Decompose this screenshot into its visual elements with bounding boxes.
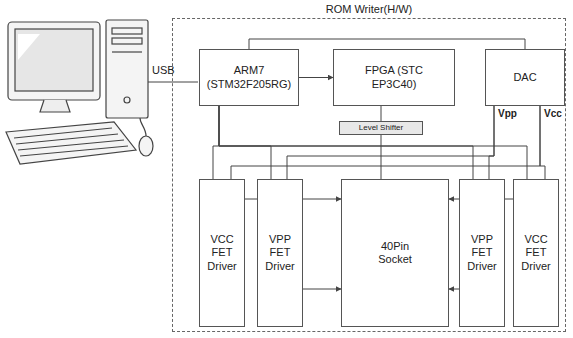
connector xyxy=(381,135,382,179)
box-label: 40Pin Socket xyxy=(365,240,425,266)
connector xyxy=(299,77,333,78)
box-label: Level Shifter xyxy=(359,123,403,133)
box-label: VPP FET Driver xyxy=(462,233,502,273)
dac-box: DAC xyxy=(485,49,565,106)
signal-name: Vcc xyxy=(544,108,562,119)
box-label: FPGA (STC EP3C40) xyxy=(354,64,434,90)
connector xyxy=(303,289,341,290)
connector xyxy=(219,106,473,179)
fet-driver-box: VPP FET Driver xyxy=(257,179,303,327)
connector xyxy=(219,106,271,179)
connector xyxy=(287,106,494,179)
interface-label: USB xyxy=(152,64,175,76)
connector xyxy=(231,106,540,179)
fet-driver-box: VCC FET Driver xyxy=(199,179,245,327)
fpga-box: FPGA (STC EP3C40) xyxy=(333,49,455,106)
connector xyxy=(249,39,525,49)
connector xyxy=(489,106,494,179)
connector xyxy=(381,106,382,121)
rom-writer-frame: ROM Writer(H/W)ARM7 (STM32F205RG)FPGA (S… xyxy=(172,18,566,332)
frame-heading: ROM Writer(H/W) xyxy=(173,3,565,15)
box-label: ARM7 (STM32F205RG) xyxy=(204,64,294,90)
fet-driver-box: VCC FET Driver xyxy=(513,179,559,327)
signal-name: Vpp xyxy=(498,108,517,119)
box-label: VPP FET Driver xyxy=(260,233,300,273)
connector xyxy=(219,106,527,179)
box-label: VCC FET Driver xyxy=(516,233,556,273)
fet-driver-box: VPP FET Driver xyxy=(459,179,505,327)
box-label: DAC xyxy=(513,71,536,84)
mcu-box: ARM7 (STM32F205RG) xyxy=(199,49,299,106)
connector xyxy=(449,289,459,290)
level-shifter-box: Level Shifter xyxy=(339,121,423,135)
box-label: VCC FET Driver xyxy=(202,233,242,273)
socket-box: 40Pin Socket xyxy=(341,179,449,327)
connector xyxy=(213,106,219,179)
